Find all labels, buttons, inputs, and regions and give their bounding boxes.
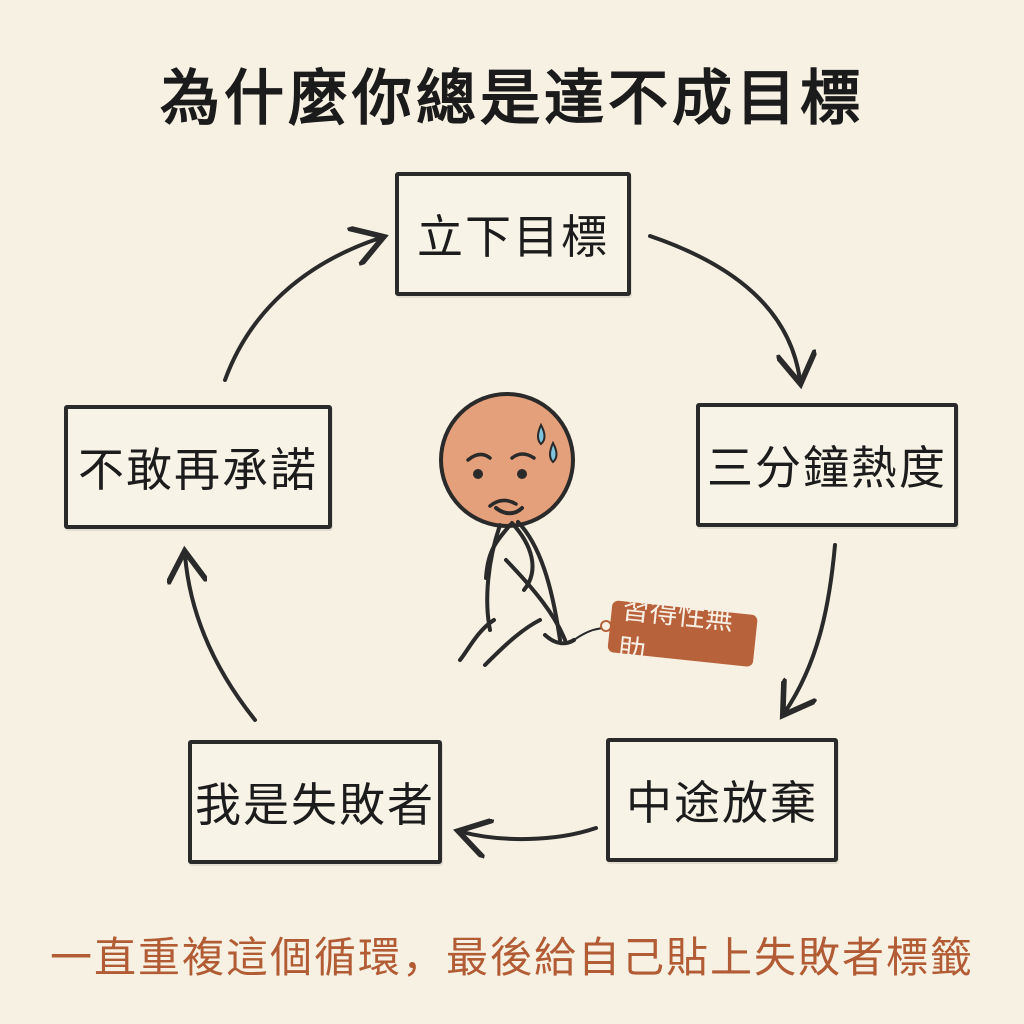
footer-caption: 一直重複這個循環，最後給自己貼上失敗者標籤 (49, 933, 974, 982)
arrow-top-to-right (648, 234, 800, 380)
arrow-right-to-bottom-right (785, 543, 837, 712)
page-title: 為什麼你總是達不成目標 (160, 64, 864, 134)
learned-helplessness-tag: 習得性無助 (607, 592, 758, 668)
arrow-bottom-left-to-left (185, 555, 257, 722)
sweat-drop-icon (537, 422, 546, 446)
arrow-left-to-top (223, 238, 380, 382)
arrow-bottom-right-to-bottom-left (462, 828, 598, 839)
cycle-step-i-am-a-failure: 我是失敗者 (188, 740, 442, 864)
cycle-step-give-up: 中途放棄 (606, 738, 838, 862)
cycle-step-set-goal: 立下目標 (395, 172, 631, 296)
cycle-step-afraid-to-commit: 不敢再承諾 (64, 405, 332, 529)
sad-person-icon (439, 392, 576, 667)
sweat-drop-icon (549, 440, 558, 464)
cycle-step-short-enthusiasm: 三分鐘熱度 (696, 403, 958, 527)
